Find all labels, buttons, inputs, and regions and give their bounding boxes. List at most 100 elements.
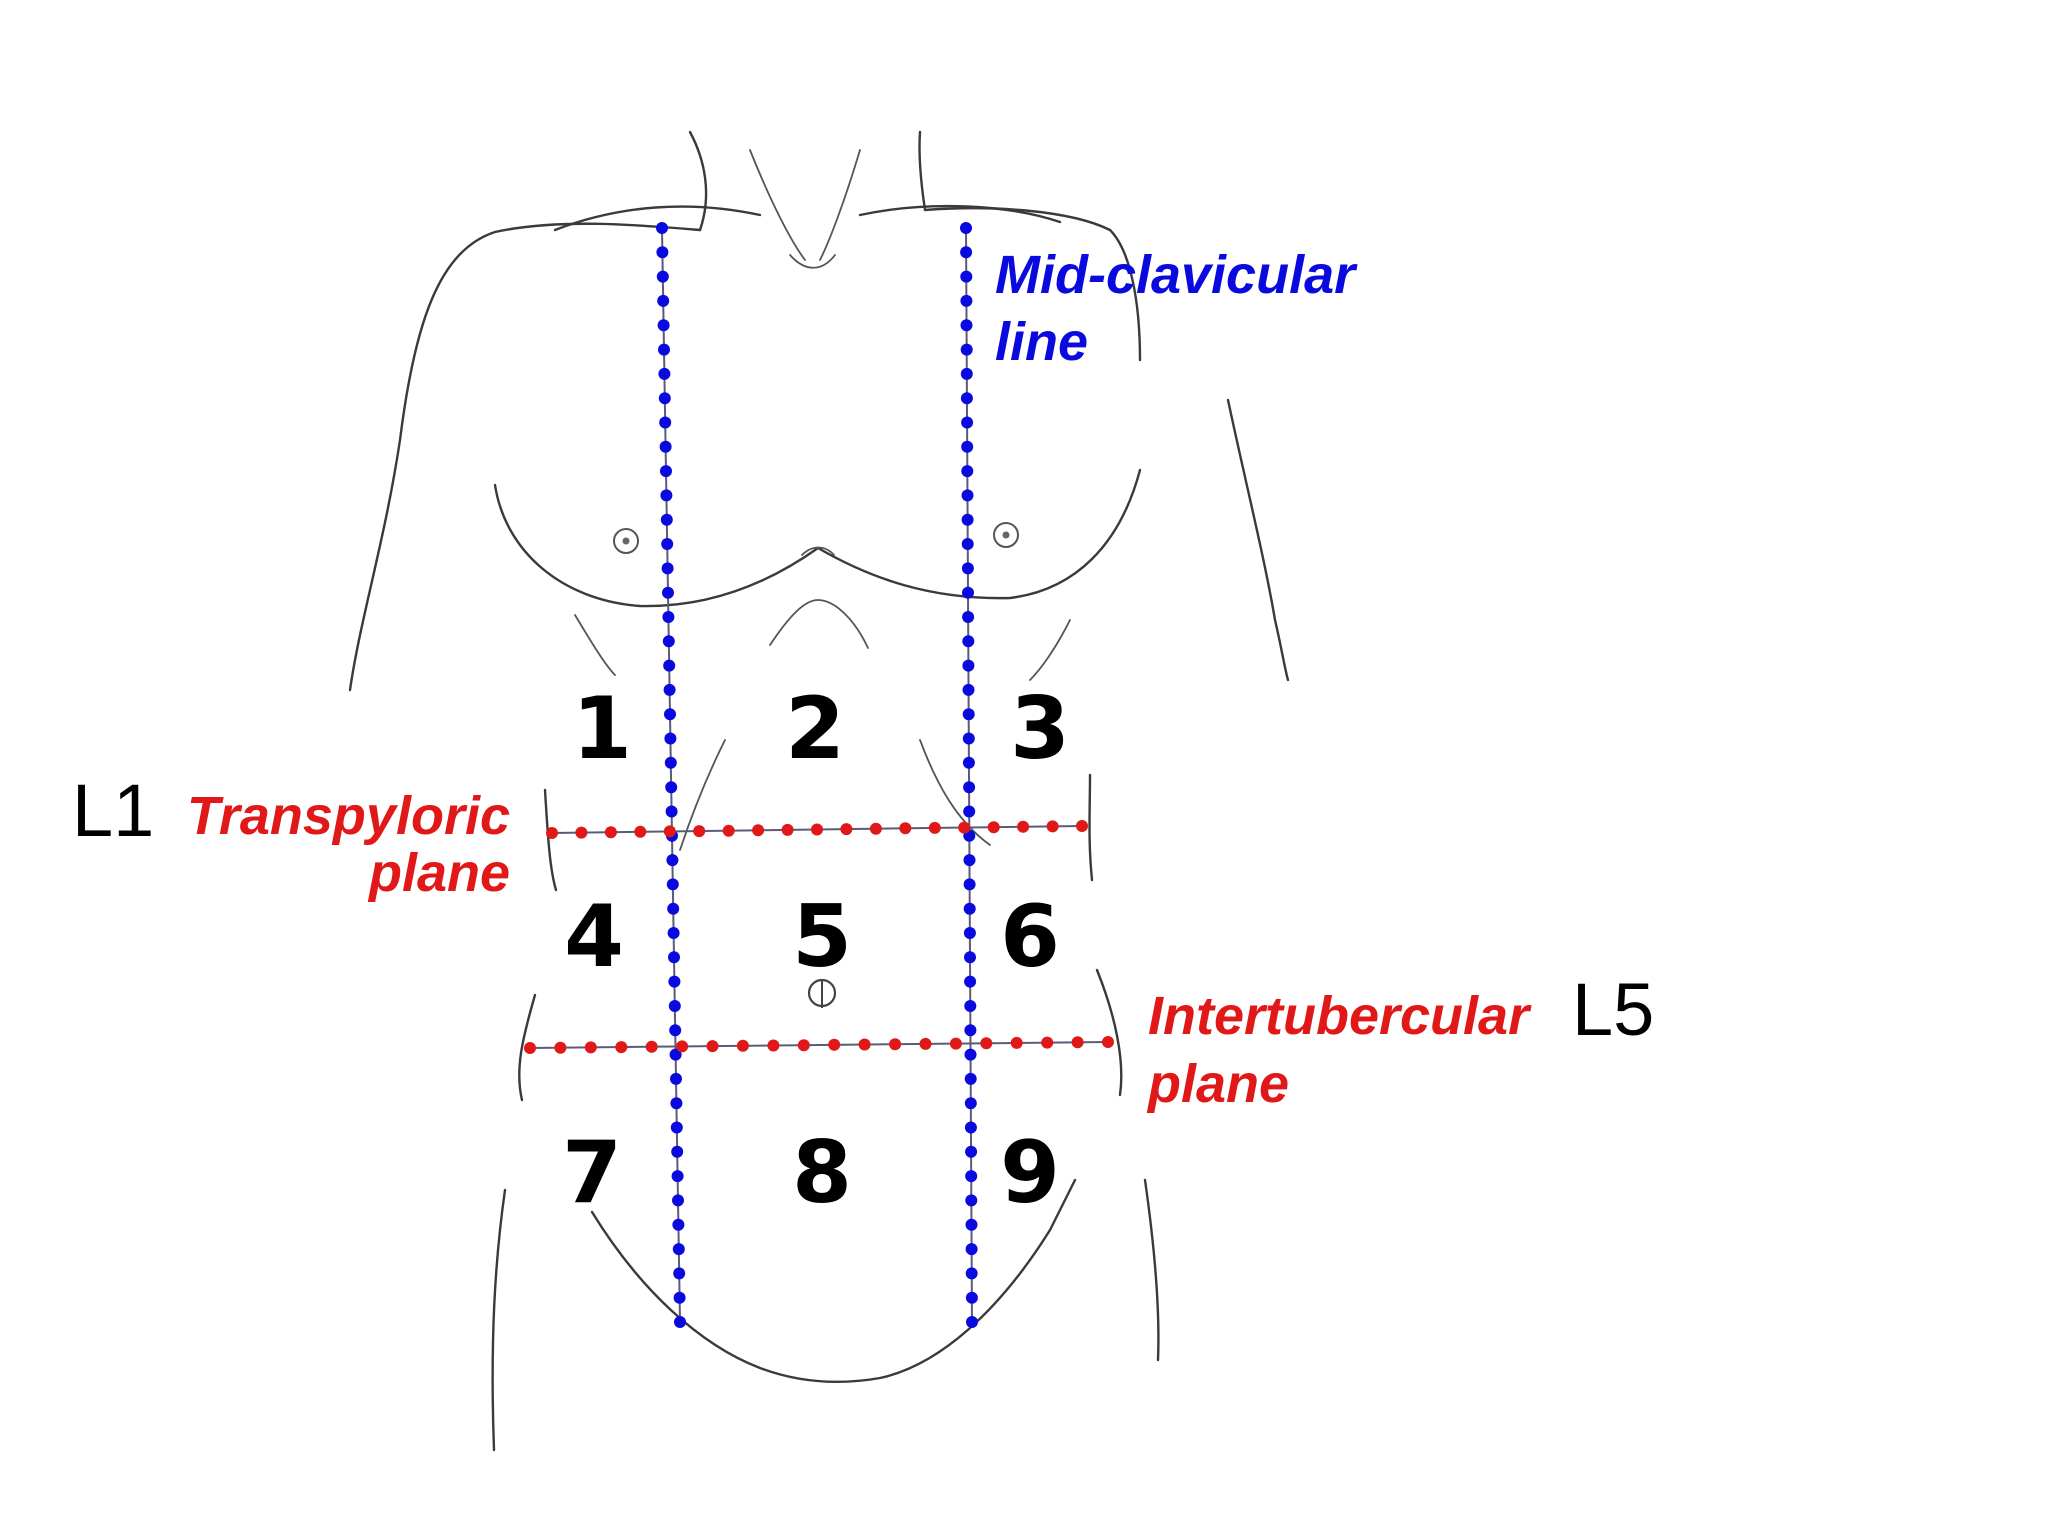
transpyloric-plane-dot — [693, 825, 706, 838]
midclavicular-right-dot — [961, 489, 974, 502]
midclavicular-right-dot — [964, 1024, 977, 1037]
intertubercular-plane-dot — [858, 1038, 871, 1051]
midclavicular-right-dot — [964, 1121, 977, 1134]
intertubercular-plane-dot — [1010, 1036, 1023, 1049]
intertubercular-plane-dot — [949, 1037, 962, 1050]
midclavicular-right-dot — [963, 781, 976, 794]
left-rib-outline — [679, 739, 726, 851]
left-hip-outline — [491, 1188, 507, 1452]
right-oblique-mark — [1029, 619, 1071, 681]
midclavicular-right-dot — [963, 805, 976, 818]
midclavicular-line-label: Mid-clavicular line — [995, 245, 1358, 372]
left-costal-margin — [769, 599, 869, 649]
left-waist-outline — [518, 993, 537, 1102]
midclavicular-right-dot — [960, 392, 973, 405]
midclavicular-right-dot — [962, 659, 975, 672]
midclavicular-left-stroke — [661, 227, 681, 1323]
midclavicular-right-dot — [964, 1000, 977, 1012]
midclavicular-left-dot — [662, 635, 675, 648]
midclavicular-left-dot — [659, 416, 672, 429]
intertubercular-plane-dot — [889, 1038, 902, 1051]
transpyloric-plane-line — [546, 820, 1088, 839]
midclavicular-right-dot — [961, 513, 974, 526]
transpyloric-plane-label: Transpyloric plane — [187, 786, 510, 903]
midclavicular-left-dot — [668, 1000, 681, 1012]
intertubercular-plane-dot — [1041, 1036, 1054, 1049]
midclavicular-right-dot — [960, 294, 973, 307]
left-shoulder-outline — [348, 222, 702, 692]
midclavicular-left-dot — [667, 927, 680, 939]
midclavicular-line-left — [656, 222, 686, 1328]
midclavicular-left-dot — [658, 392, 671, 405]
transpyloric-plane-dot — [546, 827, 558, 839]
intertubercular-label-line1: Intertubercular — [1148, 986, 1532, 1046]
midclavicular-right-dot — [964, 1072, 977, 1085]
midclavicular-left-dot — [657, 319, 670, 332]
right-arm-outline — [1226, 398, 1290, 682]
midclavicular-left-dot — [666, 878, 679, 891]
midclavicular-right-dot — [962, 732, 975, 745]
intertubercular-plane-dot — [645, 1040, 658, 1053]
intertubercular-plane-dot — [676, 1040, 689, 1053]
intertubercular-label-line2: plane — [1146, 1054, 1289, 1114]
right-rib-outline — [919, 739, 991, 846]
transpyloric-plane-dot — [781, 823, 794, 836]
midclavicular-right-dot — [960, 246, 973, 259]
region-6-label: 6 — [1000, 887, 1060, 987]
region-4-label: 4 — [564, 887, 624, 987]
midclavicular-left-dot — [669, 1048, 682, 1061]
midclavicular-left-dot — [663, 683, 676, 696]
right-hip-outline — [1143, 1178, 1160, 1362]
midclavicular-right-dot — [963, 854, 976, 867]
midclavicular-left-dot — [673, 1291, 686, 1304]
midclavicular-right-dot — [963, 902, 976, 915]
midclavicular-right-dot — [965, 1170, 978, 1183]
midclavicular-left-dot — [670, 1121, 683, 1134]
midclavicular-right-dot — [960, 367, 973, 380]
left-nipple-center — [622, 537, 630, 545]
midclavicular-left-dot — [671, 1145, 684, 1158]
midclavicular-left-dot — [670, 1072, 682, 1085]
midclavicular-right-dot — [962, 756, 975, 769]
midclavicular-right-dot — [964, 951, 976, 964]
midclavicular-left-dot — [661, 538, 674, 550]
right-nipple-center — [1002, 531, 1010, 539]
region-5-label: 5 — [792, 887, 852, 987]
transpyloric-plane-dot — [575, 826, 588, 839]
intertubercular-plane-dot — [828, 1038, 841, 1051]
neck-left-outline — [688, 130, 708, 232]
midclavicular-left-dot — [662, 586, 674, 599]
sternum-notch — [801, 546, 835, 556]
intertubercular-plane-line — [524, 1036, 1114, 1054]
intertubercular-plane-dot — [797, 1039, 810, 1052]
transpyloric-plane-dot — [928, 821, 941, 834]
suprasternal-notch — [789, 254, 836, 269]
intertubercular-plane-dot — [919, 1037, 932, 1050]
transpyloric-plane-dot — [722, 824, 735, 837]
region-3-label: 3 — [1010, 679, 1070, 779]
region-2-label: 2 — [785, 679, 845, 779]
intertubercular-plane-dot — [767, 1039, 780, 1052]
intertubercular-plane-dot — [524, 1042, 536, 1054]
midclavicular-right-dot — [964, 975, 977, 988]
transpyloric-label-line2: plane — [367, 843, 510, 903]
midclavicular-right-dot — [965, 1267, 978, 1280]
right-waist-outline — [1095, 968, 1123, 1097]
midclavicular-left-dot — [664, 708, 676, 721]
midclavicular-right-dot — [961, 440, 974, 453]
midclavicular-right-dot — [965, 1291, 978, 1304]
midclavicular-right-dot — [962, 611, 975, 623]
midclavicular-left-dot — [672, 1243, 685, 1256]
midclavicular-right-dot — [966, 1316, 978, 1328]
midclavicular-left-dot — [660, 513, 673, 526]
midclavicular-right-dot — [961, 465, 974, 478]
midclavicular-left-dot — [656, 270, 669, 283]
midclavicular-right-dot — [961, 562, 974, 575]
region-1-label: 1 — [572, 679, 632, 779]
midclavicular-left-dot — [658, 343, 670, 356]
midclavicular-right-dot — [962, 635, 975, 648]
midclavicular-right-dot — [960, 222, 972, 234]
midclavicular-right-dot — [962, 586, 974, 599]
midclavicular-label-line2: line — [995, 312, 1088, 372]
